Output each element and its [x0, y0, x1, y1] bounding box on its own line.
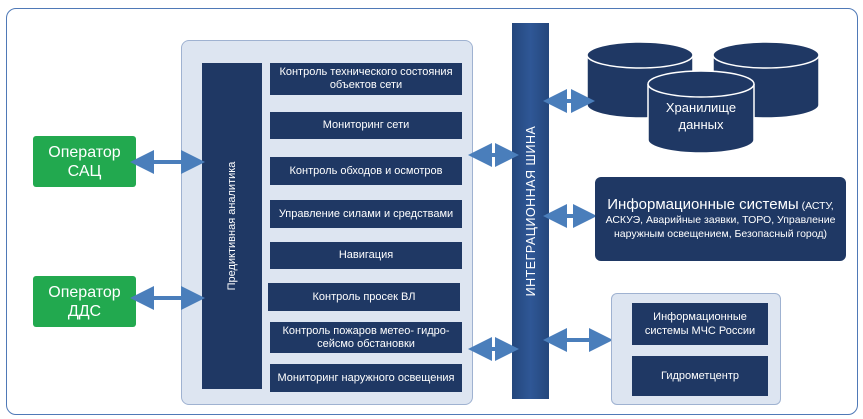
function-line2: сейсмо обстановки — [317, 337, 415, 350]
function-line1: Управление силами и средствами — [278, 207, 454, 220]
function-line1: Контроль пожаров метео- гидро- — [282, 324, 450, 337]
storage-label: Хранилище данных — [650, 99, 752, 133]
function-line2: объектов сети — [329, 79, 403, 91]
function-box-navigation: Навигация — [270, 242, 462, 269]
function-line1: Контроль просек ВЛ — [312, 290, 416, 303]
function-box-lighting-monitoring: Мониторинг наружного освещения — [270, 364, 462, 392]
function-line1: Контроль обходов и осмотров — [289, 164, 443, 177]
integration-bus: ИНТЕГРАЦИОННАЯ ШИНА — [512, 23, 549, 399]
function-line1: Мониторинг сети — [322, 119, 410, 131]
mchs-line2: системы МЧС России — [644, 325, 756, 337]
operator-sac-line1: Оператор — [48, 143, 121, 161]
database-icon — [586, 41, 820, 154]
operator-sac-box: Оператор САЦ — [33, 136, 136, 187]
info-systems-box: Информационные системы (АСТУ, АСКУЭ, Ава… — [595, 177, 846, 261]
storage-label-line2: данных — [678, 117, 724, 132]
mchs-line1: Информационные — [653, 311, 747, 323]
mchs-info-systems-box: Информационные системы МЧС России — [632, 303, 768, 345]
hydrometcenter-box: Гидрометцентр — [632, 356, 768, 396]
info-systems-title: Информационные системы — [607, 195, 799, 213]
predictive-analytics-bar: Предиктивная аналитика — [202, 63, 262, 389]
operator-dds-box: Оператор ДДС — [33, 276, 136, 327]
function-box-network-monitoring: Мониторинг сети — [270, 112, 462, 139]
function-box-rounds-control: Контроль обходов и осмотров — [270, 157, 462, 185]
operator-sac-line2: САЦ — [67, 162, 102, 180]
operator-dds-line1: Оператор — [48, 283, 121, 301]
storage-label-line1: Хранилище — [665, 100, 737, 115]
function-line1: Мониторинг наружного освещения — [277, 371, 455, 384]
function-box-fire-weather-control: Контроль пожаров метео- гидро- сейсмо об… — [270, 322, 462, 353]
function-box-forces-management: Управление силами и средствами — [270, 200, 462, 228]
function-line1: Навигация — [338, 249, 394, 261]
operator-dds-line2: ДДС — [67, 302, 102, 320]
hydrometcenter-label: Гидрометцентр — [660, 370, 739, 382]
info-systems-details: (АСТУ, АСКУЭ, Аварийные заявки, ТОРО, Уп… — [605, 199, 836, 240]
function-box-clearings-control: Контроль просек ВЛ — [268, 283, 460, 311]
function-box-tech-condition: Контроль технического состояния объектов… — [270, 63, 462, 95]
function-line1: Контроль технического состояния — [279, 66, 453, 78]
